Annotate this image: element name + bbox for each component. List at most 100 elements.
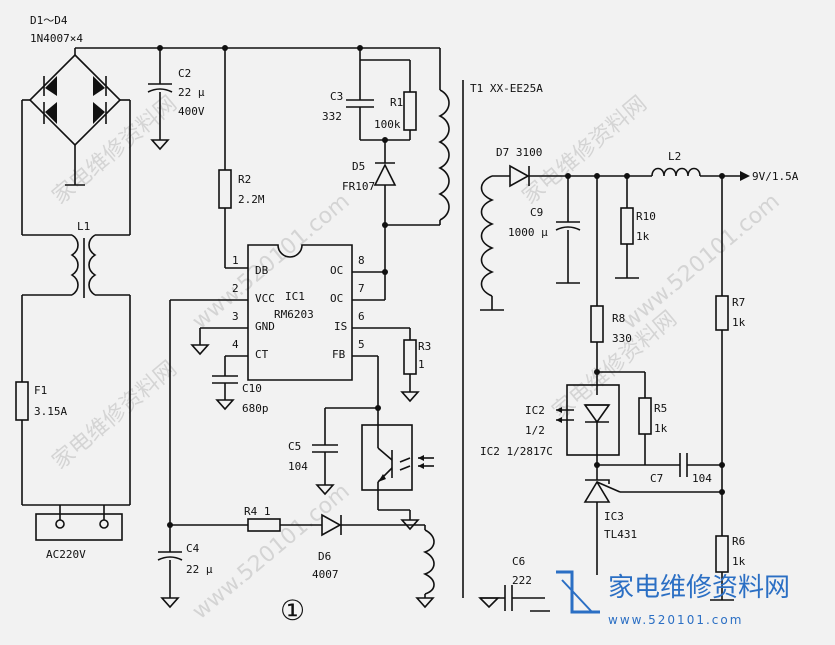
ic3-part: TL431 bbox=[604, 528, 637, 541]
diodes-part: 1N4007×4 bbox=[30, 32, 83, 45]
capacitor-c6 bbox=[478, 585, 550, 612]
d7-label: D7 3100 bbox=[496, 146, 542, 159]
pin-num: 3 bbox=[232, 310, 239, 323]
c3-label: C3 bbox=[330, 90, 343, 103]
c7-value: 104 bbox=[692, 472, 712, 485]
r3-label: R3 bbox=[418, 340, 431, 353]
c2-label: C2 bbox=[178, 67, 191, 80]
resistor-r3 bbox=[400, 328, 420, 403]
fuse-f1 bbox=[15, 381, 29, 505]
ic1-label: IC1 bbox=[285, 290, 305, 303]
diode-icon bbox=[93, 102, 107, 124]
pin-db: DB bbox=[255, 264, 269, 277]
r5-value: 1k bbox=[654, 422, 668, 435]
resistor-r2 bbox=[218, 48, 248, 269]
capacitor-c7 bbox=[679, 453, 722, 477]
pin-fb: FB bbox=[332, 348, 346, 361]
ic2-label: IC2 bbox=[525, 404, 545, 417]
c6-label: C6 bbox=[512, 555, 525, 568]
diode-icon bbox=[93, 76, 107, 96]
r7-value: 1k bbox=[732, 316, 746, 329]
r8-label: R8 bbox=[612, 312, 625, 325]
f1-value: 3.15A bbox=[34, 405, 67, 418]
logo-text: 家电维修资料网 bbox=[608, 573, 790, 603]
diode-icon bbox=[43, 76, 57, 96]
capacitor-c2 bbox=[147, 48, 173, 151]
ic2-half: 1/2 bbox=[525, 424, 545, 437]
r1-value: 100k bbox=[374, 118, 401, 131]
c4-label: C4 bbox=[186, 542, 200, 555]
r6-value: 1k bbox=[732, 555, 746, 568]
c3-value: 332 bbox=[322, 110, 342, 123]
pin-num: 2 bbox=[232, 282, 239, 295]
watermark-text: 家电维修资料网 bbox=[48, 356, 182, 474]
resistor-r7 bbox=[715, 295, 729, 536]
c10-value: 680p bbox=[242, 402, 269, 415]
capacitor-c10 bbox=[212, 375, 238, 411]
pin-num: 8 bbox=[358, 254, 365, 267]
output-label: 9V/1.5A bbox=[752, 170, 799, 183]
diodes-label: D1～D4 bbox=[30, 14, 68, 27]
resistor-r4 bbox=[247, 518, 322, 532]
aux-winding bbox=[415, 525, 435, 609]
c9-label: C9 bbox=[530, 206, 543, 219]
r1-label: R1 bbox=[390, 96, 403, 109]
ic1-chip bbox=[247, 244, 353, 381]
pin-num: 5 bbox=[358, 338, 365, 351]
capacitor-c5 bbox=[312, 408, 338, 496]
ic3-label: IC3 bbox=[604, 510, 624, 523]
pin-oc8: OC bbox=[330, 264, 343, 277]
d6-part: 4007 bbox=[312, 568, 339, 581]
pin-num: 6 bbox=[358, 310, 365, 323]
r2-label: R2 bbox=[238, 173, 251, 186]
figure-number: ① bbox=[280, 594, 305, 627]
optocoupler-transistor bbox=[361, 408, 434, 531]
pin-num: 4 bbox=[232, 338, 239, 351]
f1-label: F1 bbox=[34, 384, 47, 397]
c5-value: 104 bbox=[288, 460, 308, 473]
c9-value: 1000 μ bbox=[508, 226, 548, 239]
pin-is: IS bbox=[334, 320, 347, 333]
d5-label: D5 bbox=[352, 160, 365, 173]
pin-vcc: VCC bbox=[255, 292, 275, 305]
pin-oc7: OC bbox=[330, 292, 343, 305]
c4-value: 22 μ bbox=[186, 563, 213, 576]
c7-label: C7 bbox=[650, 472, 663, 485]
r5-label: R5 bbox=[654, 402, 667, 415]
shunt-regulator-ic3 bbox=[583, 465, 722, 575]
l2-label: L2 bbox=[668, 150, 681, 163]
resistor-r5 bbox=[638, 372, 652, 465]
capacitor-c4 bbox=[157, 525, 183, 609]
pin-ct: CT bbox=[255, 348, 269, 361]
ic1-part: RM6203 bbox=[274, 308, 314, 321]
c5-label: C5 bbox=[288, 440, 301, 453]
r8-value: 330 bbox=[612, 332, 632, 345]
transformer-label: T1 XX-EE25A bbox=[470, 82, 543, 95]
r4-label: R4 1 bbox=[244, 505, 271, 518]
transformer-primary bbox=[385, 48, 450, 226]
r6-label: R6 bbox=[732, 535, 745, 548]
ac-plug-icon bbox=[22, 504, 130, 541]
r2-value: 2.2M bbox=[238, 193, 265, 206]
c2-voltage: 400V bbox=[178, 105, 205, 118]
c10-label: C10 bbox=[242, 382, 262, 395]
r10-value: 1k bbox=[636, 230, 650, 243]
resistor-r6 bbox=[710, 535, 734, 601]
optocoupler-led bbox=[556, 384, 620, 465]
ic2-part: IC2 1/2817C bbox=[480, 445, 553, 458]
diode-icon bbox=[43, 102, 57, 124]
site-logo: 家电维修资料网 www.520101.com bbox=[556, 570, 790, 627]
l1-label: L1 bbox=[77, 220, 90, 233]
ac-label: AC220V bbox=[46, 548, 86, 561]
c6-value: 222 bbox=[512, 574, 532, 587]
pin-num: 1 bbox=[232, 254, 239, 267]
r3-value: 1 bbox=[418, 358, 425, 371]
r7-label: R7 bbox=[732, 296, 745, 309]
inductor-l2 bbox=[651, 167, 750, 181]
transformer-secondary bbox=[480, 175, 510, 311]
d6-label: D6 bbox=[318, 550, 331, 563]
resistor-r8 bbox=[590, 176, 604, 395]
choke-l1 bbox=[70, 234, 97, 298]
logo-url: www.520101.com bbox=[608, 613, 743, 627]
